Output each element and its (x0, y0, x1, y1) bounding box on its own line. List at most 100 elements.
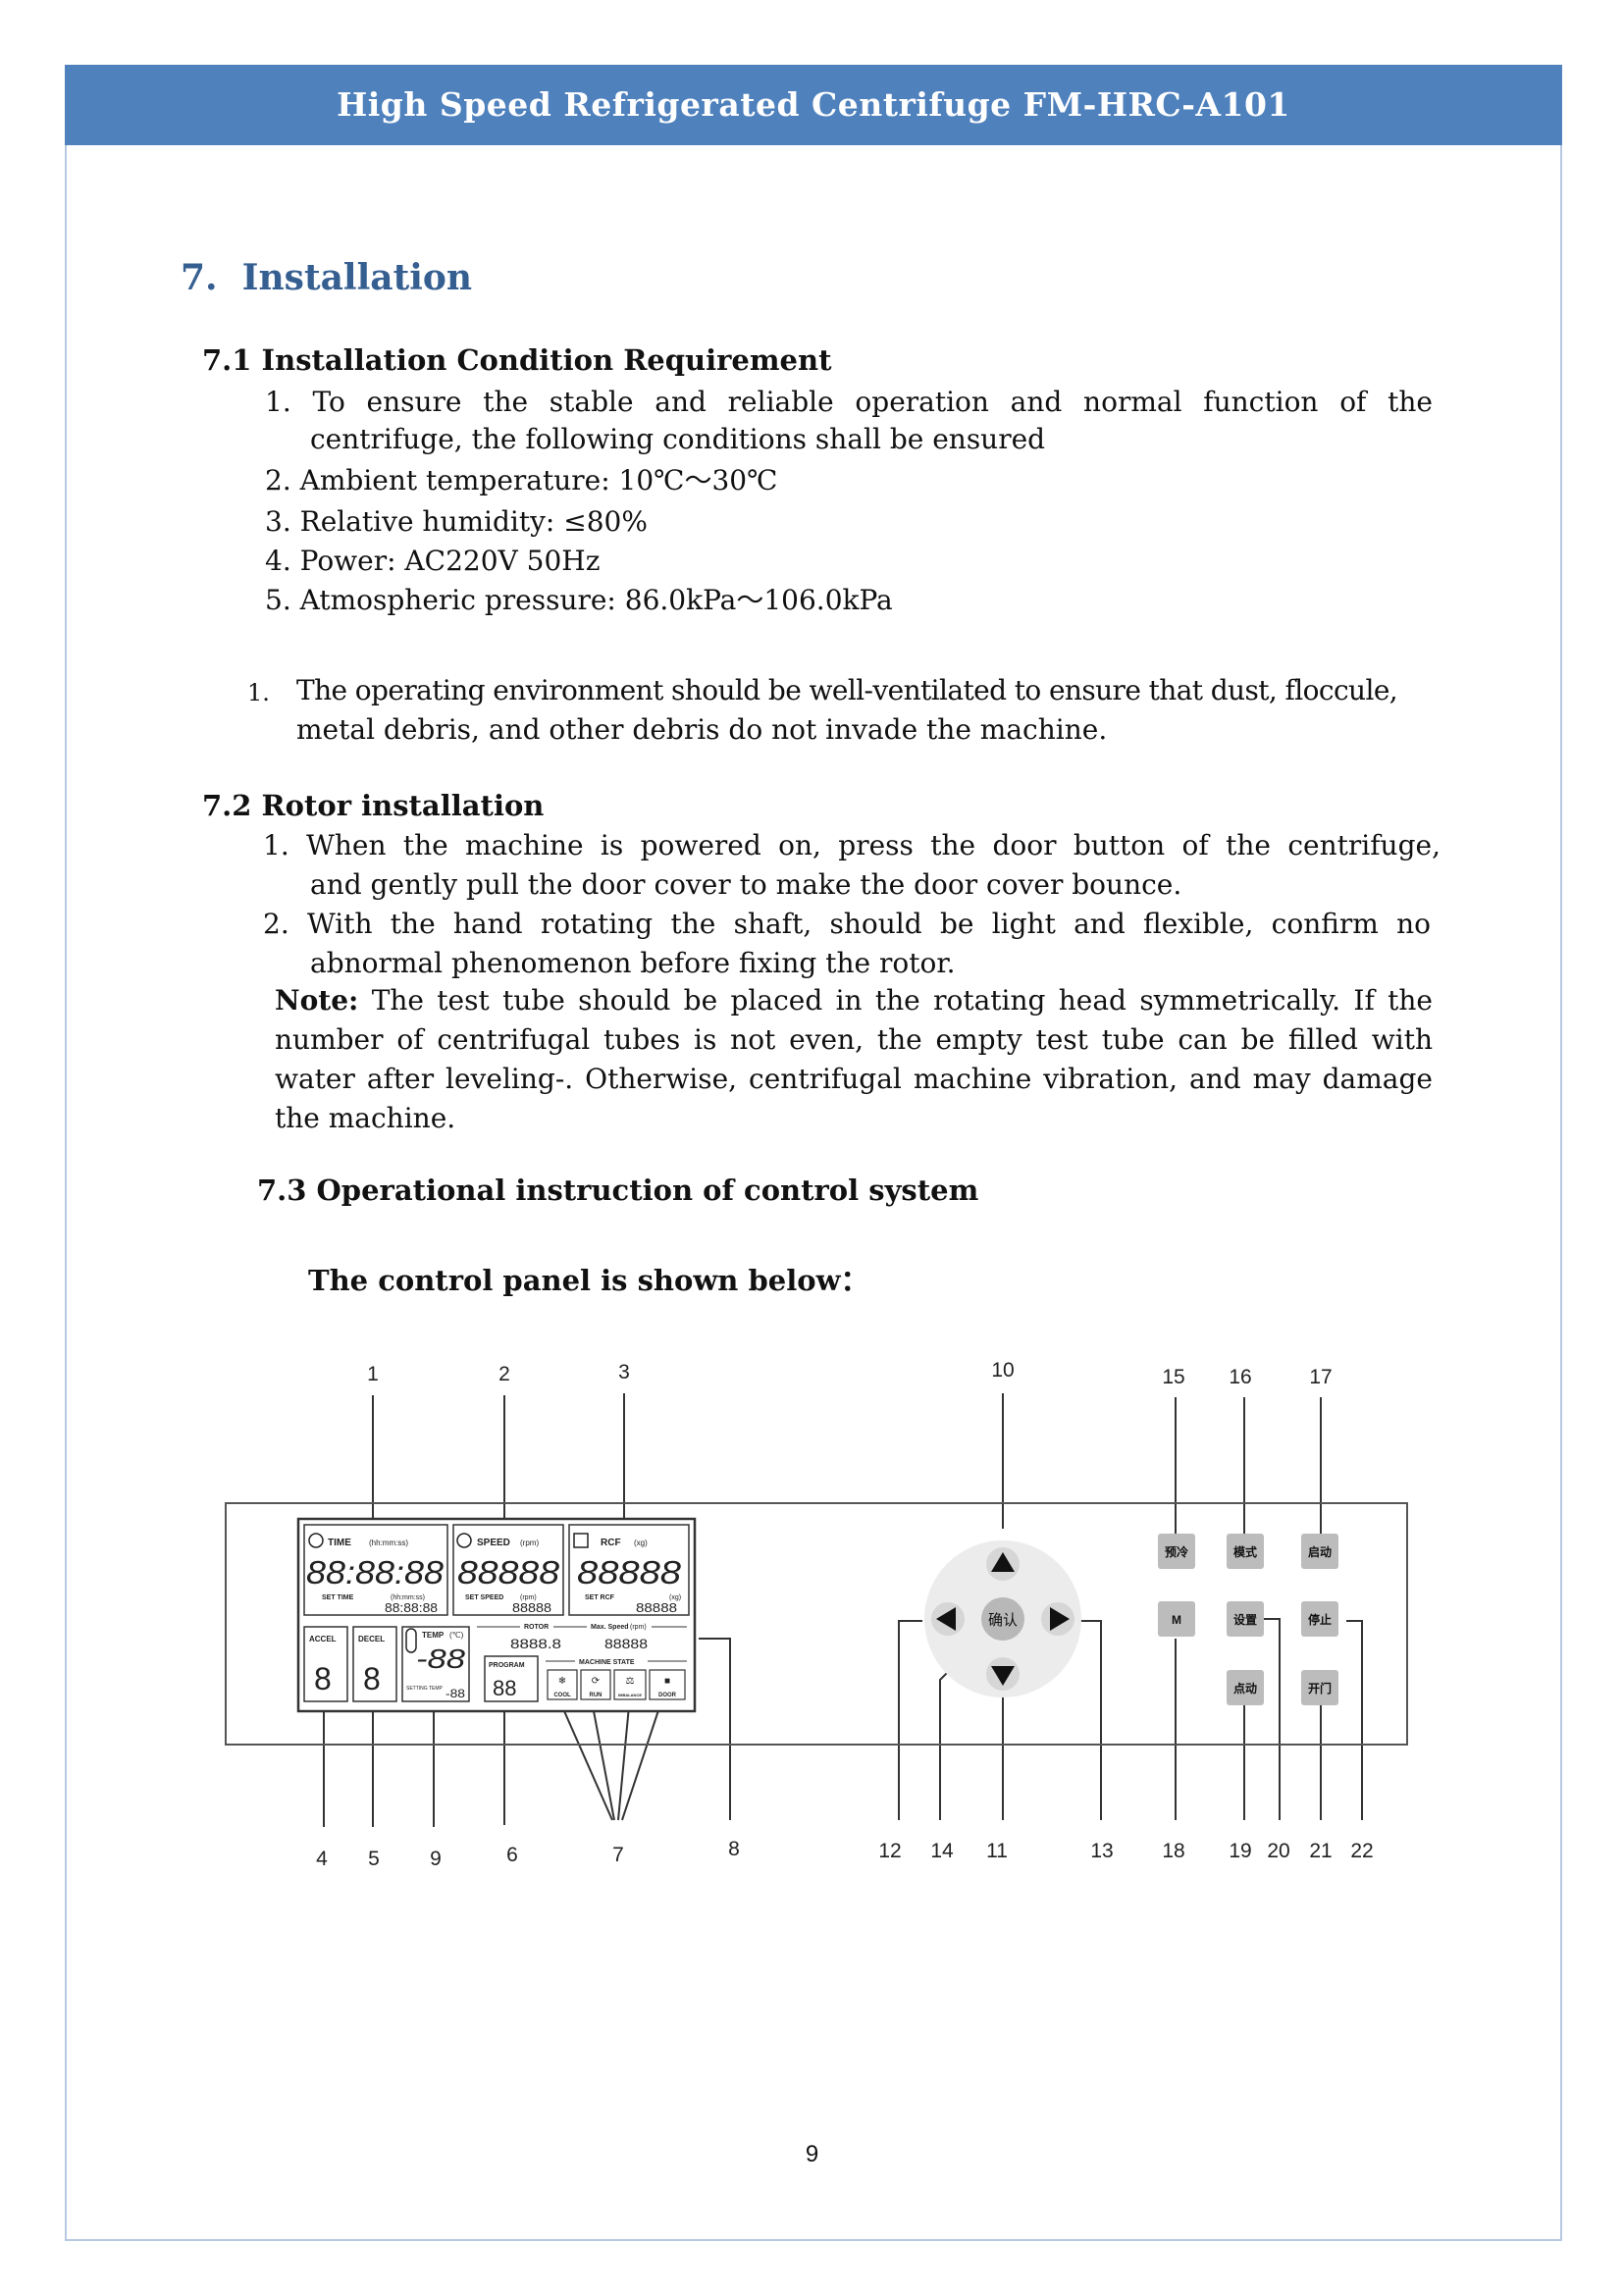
svg-text:(xg): (xg) (669, 1594, 681, 1601)
svg-text:SET RCF: SET RCF (585, 1594, 615, 1601)
svg-text:ROTOR: ROTOR (524, 1624, 549, 1631)
s72-item1-line2: and gently pull the door cover to make t… (310, 868, 1182, 901)
s72-item2-line1: 2. With the hand rotating the shaft, sho… (263, 908, 1431, 940)
svg-text:(rpm): (rpm) (520, 1594, 537, 1601)
svg-text:SET SPEED: SET SPEED (465, 1594, 503, 1601)
lcd-decel-label: DECEL (358, 1635, 385, 1643)
leader-lines (323, 1393, 1363, 1827)
svg-text:TEMP: TEMP (422, 1631, 445, 1640)
s72-note-line1: Note: The test tube should be placed in … (275, 984, 1433, 1017)
lcd-speed-value: 88888 (457, 1554, 560, 1591)
lcd-accel-value: 8 (314, 1661, 332, 1696)
heading-7-1: 7.1 Installation Condition Requirement (202, 343, 832, 377)
start-button: 启动 (1308, 1544, 1332, 1559)
up-arrow-icon (991, 1552, 1015, 1572)
navigation-pad: 确认 (924, 1540, 1081, 1697)
state-imbalance: IMBALANCE (618, 1693, 642, 1697)
run-icon: ⟳ (592, 1676, 601, 1687)
callout-11: 11 (986, 1840, 1008, 1862)
s71-item1-line2: centrifuge, the following conditions sha… (310, 423, 1046, 455)
callout-13: 13 (1090, 1840, 1113, 1862)
callout-18: 18 (1162, 1840, 1184, 1862)
lcd-accel-label: ACCEL (309, 1635, 337, 1643)
s72-note-line4: the machine. (275, 1102, 456, 1134)
heading-7-3: 7.3 Operational instruction of control s… (257, 1174, 979, 1207)
right-arrow-icon (1050, 1607, 1070, 1631)
s71-extra-number: 1. (247, 679, 270, 706)
lcd-display: TIME (hh:mm:ss) SPEED (rpm) RCF (xg) 88:… (296, 1517, 697, 1713)
setting-button: 设置 (1233, 1612, 1257, 1627)
svg-text:88:88:88: 88:88:88 (385, 1600, 438, 1615)
s72-item2-line2: abnormal phenomenon before fixing the ro… (310, 947, 956, 979)
lcd-temp-value: -88 (416, 1643, 466, 1674)
panel-caption: The control panel is shown below： (308, 1264, 869, 1297)
snowflake-icon: ❄ (558, 1676, 566, 1687)
thermometer-icon (405, 1628, 417, 1653)
precool-button: 预冷 (1165, 1544, 1188, 1559)
open-door-button: 开门 (1308, 1681, 1332, 1695)
lcd-speed-label: SPEED (477, 1538, 510, 1548)
s72-note-line3: water after leveling-. Otherwise, centri… (275, 1063, 1433, 1095)
svg-text:88888: 88888 (512, 1600, 551, 1615)
s71-item2: 2. Ambient temperature: 10℃～30℃ (265, 464, 778, 496)
m-button: M (1172, 1613, 1181, 1627)
s71-item1-line1: 1. To ensure the stable and reliable ope… (265, 386, 1433, 418)
s71-extra-line2: metal debris, and other debris do not in… (296, 713, 1108, 746)
lcd-rcf-value: 88888 (577, 1554, 682, 1591)
lcd-program-value: 88 (493, 1676, 516, 1700)
lock-icon: ■ (664, 1676, 670, 1687)
page-number: 9 (805, 2141, 819, 2167)
clock-icon (308, 1533, 324, 1548)
svg-text:SET TIME: SET TIME (322, 1594, 354, 1601)
svg-text:(xg): (xg) (634, 1539, 648, 1547)
callout-19: 19 (1229, 1840, 1251, 1862)
lcd-rcf-label: RCF (601, 1538, 621, 1548)
callout-12: 12 (878, 1840, 901, 1862)
svg-text:(hh:mm:ss): (hh:mm:ss) (391, 1594, 425, 1601)
callout-14: 14 (930, 1840, 954, 1862)
imbalance-icon: ⚖ (626, 1676, 635, 1687)
s71-item4: 4. Power: AC220V 50Hz (265, 545, 601, 577)
callout-17: 17 (1309, 1366, 1332, 1388)
callout-20: 20 (1267, 1840, 1289, 1862)
s71-item3: 3. Relative humidity: ≤80% (265, 505, 648, 538)
callout-10: 10 (991, 1359, 1014, 1382)
callout-1: 1 (367, 1363, 379, 1385)
page-header: High Speed Refrigerated Centrifuge FM-HR… (65, 65, 1562, 145)
lcd-rotor-value: 8888.8 (510, 1636, 561, 1651)
confirm-button-label: 确认 (988, 1612, 1018, 1629)
svg-text:(rpm): (rpm) (630, 1624, 647, 1631)
callout-2: 2 (498, 1363, 510, 1385)
callout-5: 5 (368, 1848, 380, 1870)
down-arrow-icon (991, 1666, 1015, 1686)
lcd-max-speed-value: 88888 (604, 1636, 648, 1651)
heading-7-2: 7.2 Rotor installation (202, 789, 545, 822)
s71-extra-line1: The operating environment should be well… (296, 674, 1398, 706)
svg-text:Max. Speed: Max. Speed (591, 1624, 629, 1631)
svg-text:SETTING TEMP: SETTING TEMP (406, 1686, 444, 1692)
lcd-decel-value: 8 (363, 1661, 381, 1696)
callout-22: 22 (1350, 1840, 1373, 1862)
svg-text:-88: -88 (445, 1687, 465, 1700)
note-label: Note: (275, 984, 359, 1017)
callout-8: 8 (728, 1838, 740, 1860)
svg-text:88888: 88888 (636, 1600, 677, 1615)
left-arrow-icon (936, 1607, 956, 1631)
callout-9: 9 (430, 1848, 442, 1870)
callout-6: 6 (506, 1844, 518, 1866)
speed-icon (456, 1533, 472, 1548)
jog-button: 点动 (1233, 1681, 1257, 1695)
callout-21: 21 (1309, 1840, 1332, 1862)
svg-text:(℃): (℃) (449, 1631, 464, 1640)
panel-outline (225, 1502, 1408, 1746)
state-door: DOOR (658, 1693, 677, 1698)
callout-3: 3 (618, 1361, 630, 1383)
section-title: 7. Installation (181, 257, 473, 298)
callout-16: 16 (1229, 1366, 1251, 1388)
callout-numbers: 1 2 3 10 15 16 17 4 5 9 6 7 8 12 14 11 1… (316, 1359, 1374, 1870)
mode-button: 模式 (1233, 1544, 1257, 1559)
callout-7: 7 (612, 1844, 624, 1866)
rcf-icon (573, 1533, 589, 1548)
svg-text:MACHINE STATE: MACHINE STATE (579, 1659, 635, 1666)
